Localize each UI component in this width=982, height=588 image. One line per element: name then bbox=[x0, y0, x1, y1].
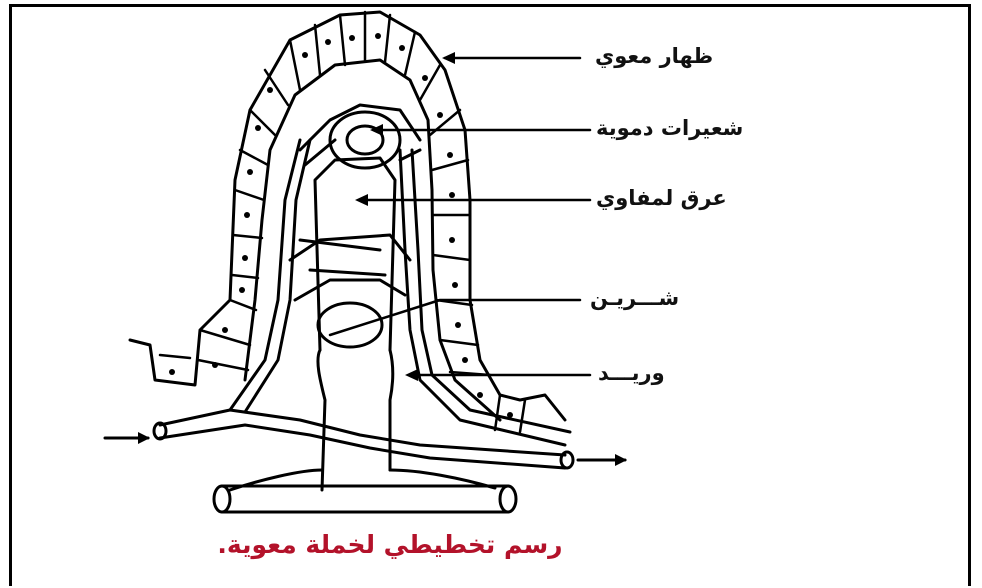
label-vein: وريـــد bbox=[598, 361, 665, 385]
figure-caption: رسم تخطيطي لخملة معوية. bbox=[200, 530, 580, 559]
vein-vessel bbox=[400, 150, 573, 468]
label-artery: شـــريـن bbox=[590, 286, 679, 310]
label-epithelium: ظهار معوي bbox=[595, 44, 713, 68]
lymph-duct bbox=[214, 486, 516, 512]
villus-outer-outline bbox=[130, 12, 565, 420]
label-capillaries: شعيرات دموية bbox=[596, 116, 743, 140]
label-lacteal: عرق لمفاوي bbox=[596, 186, 727, 210]
